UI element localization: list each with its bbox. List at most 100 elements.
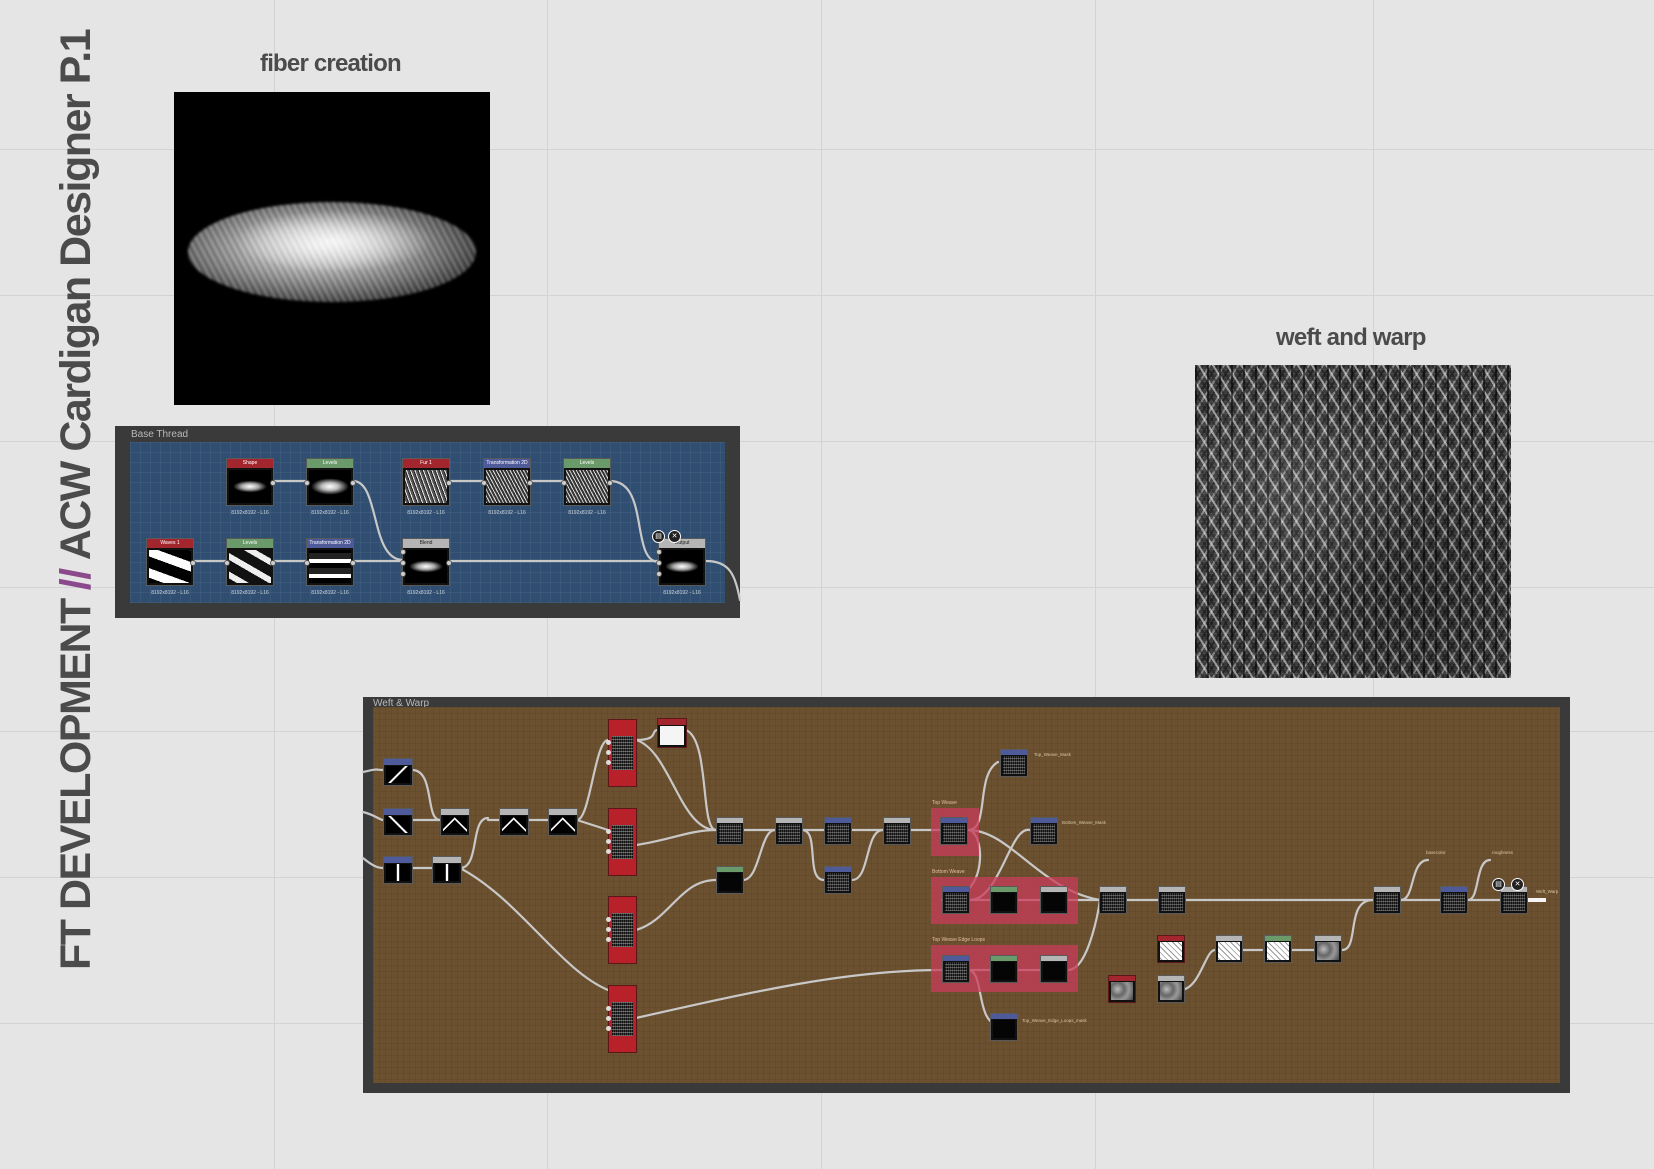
input-port[interactable] <box>606 839 611 844</box>
node-bottom-weave-2[interactable] <box>990 886 1018 914</box>
output-port[interactable] <box>446 480 452 486</box>
node-weft-pattern-2[interactable] <box>383 808 413 836</box>
node-blend-g[interactable] <box>1215 935 1243 963</box>
node-bottom-weave-mask[interactable] <box>1030 817 1058 845</box>
node-resolution: 8192x8192 - L16 <box>231 510 269 516</box>
node-thumbnail <box>827 873 849 891</box>
node-thumbnail <box>486 470 528 503</box>
node-levels-a[interactable] <box>716 866 744 894</box>
node-bar-2[interactable] <box>432 856 462 884</box>
node-red-noise-a[interactable] <box>1157 935 1185 963</box>
output-port[interactable] <box>270 560 276 566</box>
node-blend-c[interactable] <box>883 817 911 845</box>
node-resolution: 8192x8192 - L16 <box>663 590 701 596</box>
document-icon[interactable]: ▤ <box>1492 878 1505 891</box>
input-port[interactable] <box>606 937 611 942</box>
node-chevron-1[interactable] <box>440 808 470 836</box>
node-levels[interactable]: Levels 8192x8192 - L16 <box>224 538 276 596</box>
output-port[interactable] <box>270 480 276 486</box>
output-port[interactable] <box>350 480 356 486</box>
node-chevron-2[interactable] <box>499 808 529 836</box>
node-output[interactable]: Output 8192x8192 - L16 <box>656 538 706 596</box>
node-red-noise-b[interactable] <box>1108 975 1136 1003</box>
node-header <box>1159 887 1185 892</box>
node-blend-b[interactable] <box>775 817 803 845</box>
node-header <box>991 956 1017 961</box>
node-levels[interactable]: Levels 8192x8192 - L16 <box>304 458 356 516</box>
bookmark-icon[interactable]: ✕ <box>668 530 681 543</box>
output-port[interactable] <box>527 480 533 486</box>
node-noise-mask-1[interactable] <box>606 719 637 787</box>
input-port[interactable] <box>606 1026 611 1031</box>
input-port[interactable] <box>400 560 406 566</box>
node-thumbnail <box>827 824 849 842</box>
input-port[interactable] <box>606 760 611 765</box>
input-port[interactable] <box>400 571 406 577</box>
node-transform-h[interactable] <box>1440 886 1468 914</box>
input-port[interactable] <box>561 480 567 486</box>
node-header <box>776 818 802 823</box>
node-noise-mask-3[interactable] <box>606 896 637 964</box>
node-transform-a[interactable] <box>824 817 852 845</box>
input-port[interactable] <box>656 571 662 577</box>
node-white-mask[interactable] <box>657 718 687 748</box>
node-shape[interactable]: Shape 8192x8192 - L16 <box>226 458 276 516</box>
node-thumbnail <box>612 736 633 770</box>
node-chevron-3[interactable] <box>548 808 578 836</box>
node-transformation-2d[interactable]: Transformation 2D 8192x8192 - L16 <box>481 458 533 516</box>
node-weft-pattern-3[interactable] <box>383 856 413 884</box>
node-top-weave-mask[interactable] <box>1000 749 1028 777</box>
document-icon[interactable]: ▤ <box>652 530 665 543</box>
node-levels[interactable]: Levels 8192x8192 - L16 <box>561 458 613 516</box>
input-port[interactable] <box>606 927 611 932</box>
node-noise-mask-4[interactable] <box>606 985 637 1053</box>
node-weft-pattern-1[interactable] <box>383 758 413 786</box>
node-noise-mask-2[interactable] <box>606 808 637 876</box>
node-thumbnail <box>1503 893 1525 911</box>
node-blend-h[interactable] <box>1373 886 1401 914</box>
output-port[interactable] <box>190 560 196 566</box>
node-thumbnail <box>660 726 684 745</box>
input-port[interactable] <box>606 917 611 922</box>
node-blend-d[interactable] <box>1099 886 1127 914</box>
input-port[interactable] <box>656 549 662 555</box>
node-blend-a[interactable] <box>716 817 744 845</box>
weave-shading <box>1195 365 1511 678</box>
input-port[interactable] <box>400 549 406 555</box>
node-bottom-weave-3[interactable] <box>1040 886 1068 914</box>
input-port[interactable] <box>606 740 611 745</box>
node-label: Shape <box>242 460 258 466</box>
output-label-bottom-weave-mask: Bottom_Weave_Mask <box>1062 820 1106 825</box>
base-thread-frame-label: Base Thread <box>131 429 189 440</box>
node-blend-e[interactable] <box>1158 886 1186 914</box>
node-edge-loops-3[interactable] <box>1040 955 1068 983</box>
node-waves[interactable]: Waves 1 8192x8192 - L16 <box>146 538 196 596</box>
node-thumbnail <box>719 873 741 891</box>
input-port[interactable] <box>606 750 611 755</box>
input-port[interactable] <box>606 849 611 854</box>
input-port[interactable] <box>304 560 310 566</box>
node-edge-loops-mask[interactable] <box>990 1013 1018 1041</box>
node-edge-loops-1[interactable] <box>942 955 970 983</box>
input-port[interactable] <box>304 480 310 486</box>
output-port[interactable] <box>446 560 452 566</box>
input-port[interactable] <box>656 560 662 566</box>
input-port[interactable] <box>606 1006 611 1011</box>
node-top-weave[interactable] <box>940 817 968 845</box>
node-blend[interactable]: Blend 8192x8192 - L16 <box>400 538 452 596</box>
node-bottom-weave-1[interactable] <box>942 886 970 914</box>
output-port[interactable] <box>607 480 613 486</box>
input-port[interactable] <box>606 1016 611 1021</box>
node-levels-g[interactable] <box>1264 935 1292 963</box>
bookmark-icon[interactable]: ✕ <box>1511 878 1524 891</box>
node-edge-loops-2[interactable] <box>990 955 1018 983</box>
input-port[interactable] <box>481 480 487 486</box>
node-transform-b[interactable] <box>824 866 852 894</box>
node-blur-g[interactable] <box>1314 935 1342 963</box>
node-blend-f[interactable] <box>1157 975 1185 1003</box>
input-port[interactable] <box>224 560 230 566</box>
node-fur[interactable]: Fur 1 8192x8192 - L16 <box>402 458 452 516</box>
input-port[interactable] <box>606 829 611 834</box>
node-transformation-2d[interactable]: Transformation 2D 8192x8192 - L16 <box>304 538 356 596</box>
output-port[interactable] <box>350 560 356 566</box>
